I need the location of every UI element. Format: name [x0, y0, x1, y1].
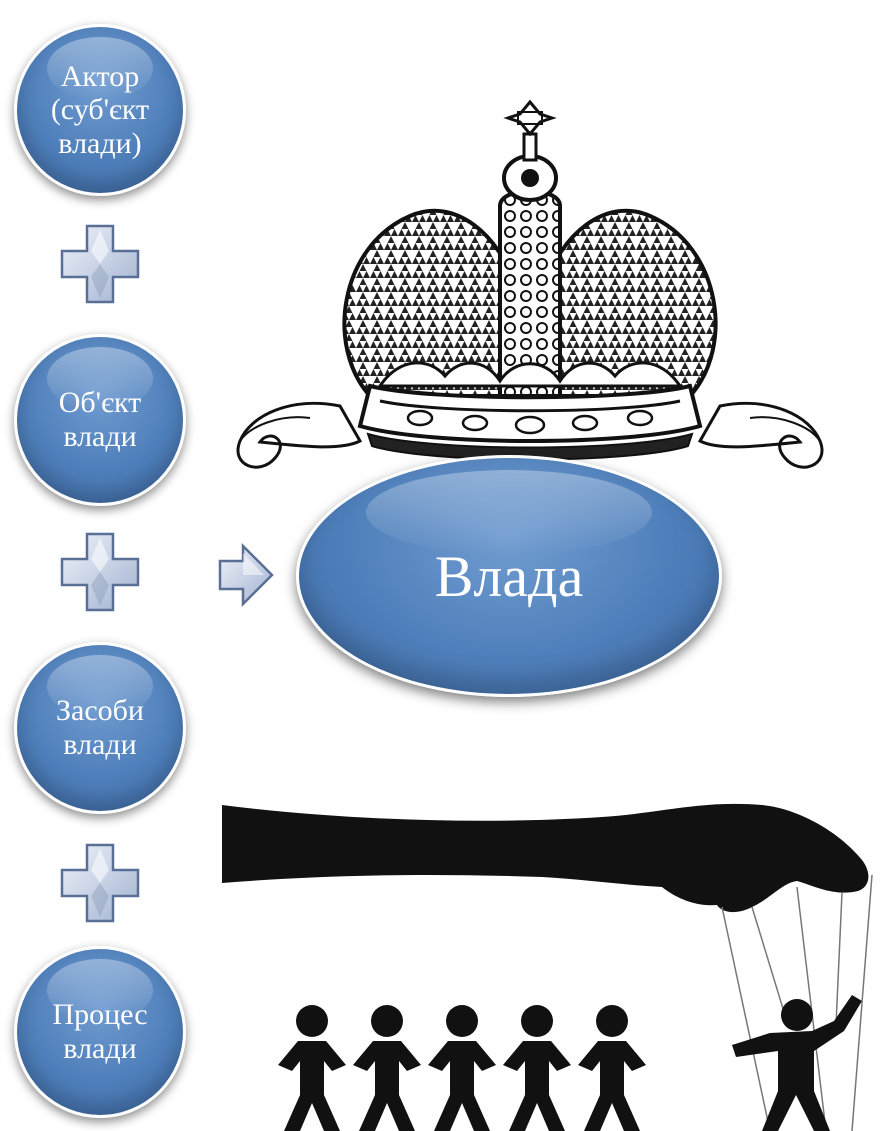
- node-process-label: Процес влади: [52, 998, 148, 1065]
- hand-silhouette: [222, 803, 869, 913]
- node-means-label: Засоби влади: [56, 694, 144, 761]
- plus-icon: [60, 224, 140, 304]
- node-actor: Актор (суб'єкт влади): [14, 24, 186, 196]
- node-object-label: Об'єкт влади: [58, 386, 142, 453]
- result-gloss: [366, 469, 652, 555]
- plus-icon: [60, 843, 140, 923]
- arrow-right-icon: [218, 543, 274, 607]
- result-label: Влада: [434, 543, 584, 609]
- plus-icon: [60, 532, 140, 612]
- node-means: Засоби влади: [14, 642, 186, 814]
- node-process: Процес влади: [14, 946, 186, 1118]
- node-object: Об'єкт влади: [14, 334, 186, 506]
- people-chain: [278, 1005, 646, 1131]
- puppeteer-hand-illustration: [222, 795, 882, 1131]
- node-actor-label: Актор (суб'єкт влади): [50, 59, 150, 160]
- puppet-figure: [732, 995, 862, 1131]
- result-node-power: Влада: [296, 455, 722, 697]
- crown-illustration: [236, 99, 824, 469]
